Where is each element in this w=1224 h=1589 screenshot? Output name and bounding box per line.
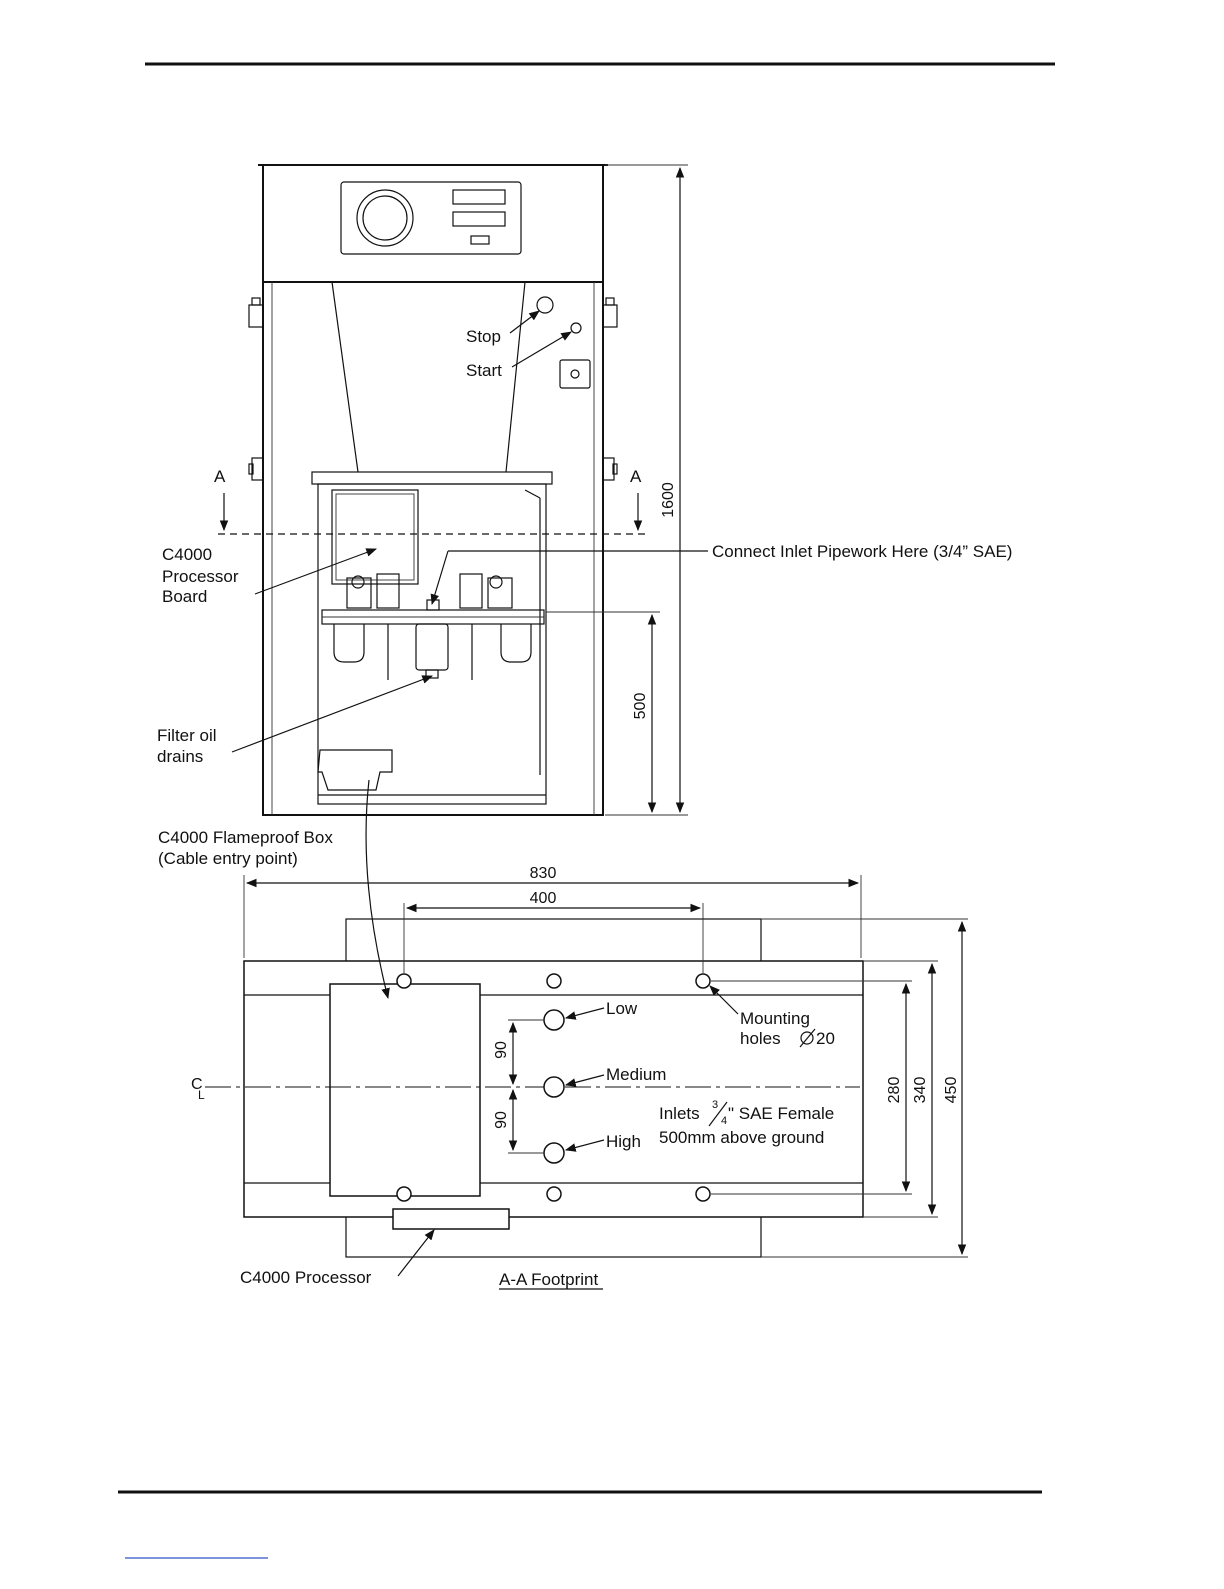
mounting-hole bbox=[547, 1187, 561, 1201]
start-leader bbox=[512, 332, 571, 367]
key-switch bbox=[560, 360, 590, 388]
centreline-l: L bbox=[198, 1088, 205, 1102]
filter-drain-tip bbox=[426, 670, 438, 678]
inlets-line-2: 500mm above ground bbox=[659, 1128, 824, 1147]
u-tube-right bbox=[501, 624, 531, 662]
processor-board-label-3: Board bbox=[162, 587, 207, 606]
hole-spacing-value: 400 bbox=[530, 890, 557, 907]
left-top-clamp-cap bbox=[252, 298, 260, 305]
low-label: Low bbox=[606, 999, 638, 1018]
gauge-dial bbox=[357, 190, 413, 246]
flameproof-box bbox=[318, 750, 392, 790]
mounting-label-2: holes bbox=[740, 1029, 781, 1048]
funnel-left-edge bbox=[332, 282, 358, 472]
left-mid-clamp bbox=[252, 458, 263, 480]
inlets-prefix: Inlets bbox=[659, 1104, 700, 1123]
footprint-title: A-A Footprint bbox=[499, 1270, 598, 1289]
medium-label: Medium bbox=[606, 1065, 666, 1084]
section-marker-left: A bbox=[214, 467, 226, 486]
valve-right-outer bbox=[488, 578, 512, 608]
mounting-hole bbox=[397, 974, 411, 988]
inlets-suffix: " SAE Female bbox=[728, 1104, 834, 1123]
bay-outline bbox=[318, 484, 546, 804]
inlet-low bbox=[544, 1010, 564, 1030]
connect-inlet-leader-drop bbox=[432, 551, 448, 604]
connect-inlet-label: Connect Inlet Pipework Here (3/4” SAE) bbox=[712, 542, 1012, 561]
inlets-fraction-den: 4 bbox=[721, 1115, 727, 1127]
section-marker-right: A bbox=[630, 467, 642, 486]
processor-board-label-1: C4000 bbox=[162, 545, 212, 564]
right-top-clamp bbox=[603, 305, 617, 327]
dim-450-value: 450 bbox=[943, 1077, 960, 1104]
width-overall-value: 830 bbox=[530, 865, 557, 882]
mounting-hole bbox=[696, 974, 710, 988]
dim-340-value: 340 bbox=[912, 1077, 929, 1104]
flameproof-label-1: C4000 Flameproof Box bbox=[158, 828, 333, 847]
processor-board-leader bbox=[255, 549, 376, 594]
valve-left-inner bbox=[377, 574, 399, 608]
left-top-clamp bbox=[249, 305, 263, 327]
processor-label: C4000 Processor bbox=[240, 1268, 372, 1287]
start-button-icon bbox=[571, 323, 581, 333]
u-tube-left bbox=[334, 624, 364, 662]
stop-button-icon bbox=[537, 297, 553, 313]
right-mid-clamp-pin bbox=[613, 464, 617, 474]
mounting-diameter-value: 20 bbox=[816, 1029, 835, 1048]
height-overall-value: 1600 bbox=[660, 482, 677, 518]
stop-label: Stop bbox=[466, 327, 501, 346]
height-inlet-value: 500 bbox=[632, 693, 649, 720]
valve-left-outer bbox=[347, 578, 371, 608]
processor-side-box bbox=[393, 1209, 509, 1229]
mounting-hole bbox=[696, 1187, 710, 1201]
footprint-view: C L Low Medium High 90 90 Mounting holes bbox=[191, 780, 968, 1289]
indicator-lamp bbox=[471, 236, 489, 244]
right-mid-clamp bbox=[603, 458, 614, 480]
flameproof-label-2: (Cable entry point) bbox=[158, 849, 298, 868]
mounting-hole bbox=[547, 974, 561, 988]
valve-right-inner bbox=[460, 574, 482, 608]
dim-280-value: 280 bbox=[886, 1077, 903, 1104]
inlet-medium bbox=[544, 1077, 564, 1097]
mounting-hole bbox=[397, 1187, 411, 1201]
inlets-fraction-num: 3 bbox=[712, 1099, 718, 1111]
processor-board-inner bbox=[336, 494, 414, 580]
display-window-1 bbox=[453, 190, 505, 204]
processor-footprint bbox=[330, 984, 480, 1196]
key-switch-icon bbox=[571, 370, 579, 378]
control-panel bbox=[341, 182, 521, 254]
funnel-right-edge bbox=[506, 282, 525, 472]
inlet-high bbox=[544, 1143, 564, 1163]
stop-leader bbox=[510, 311, 539, 333]
inlet-spacing-1-value: 90 bbox=[493, 1041, 510, 1059]
processor-board-box bbox=[332, 490, 418, 584]
start-label: Start bbox=[466, 361, 502, 380]
gauge-dial-inner bbox=[363, 196, 407, 240]
processor-board-label-2: Processor bbox=[162, 567, 239, 586]
front-view: Stop Start A bbox=[157, 165, 1012, 868]
filter-label-1: Filter oil bbox=[157, 726, 217, 745]
processor-leader bbox=[398, 1230, 434, 1276]
inlet-spacing-2-value: 90 bbox=[493, 1111, 510, 1129]
filter-bowl bbox=[416, 624, 448, 670]
mounting-label-1: Mounting bbox=[740, 1009, 810, 1028]
right-top-clamp-cap bbox=[606, 298, 614, 305]
high-label: High bbox=[606, 1132, 641, 1151]
display-window-2 bbox=[453, 212, 505, 226]
bay-right-panel bbox=[525, 490, 540, 498]
cabinet-outline bbox=[263, 165, 603, 815]
upper-bay-frame bbox=[312, 472, 552, 484]
filter-label-2: drains bbox=[157, 747, 203, 766]
